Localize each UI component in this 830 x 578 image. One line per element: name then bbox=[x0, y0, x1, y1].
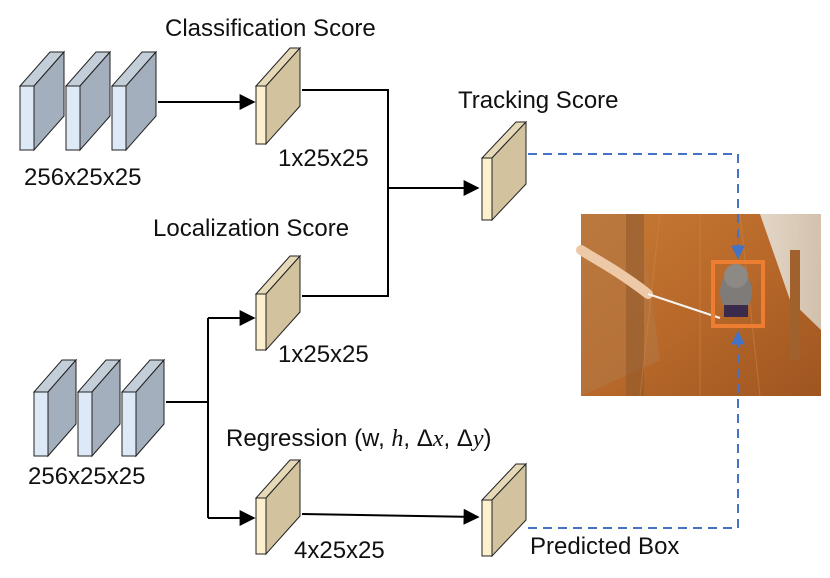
tracking-to-frame-dashed-arrow bbox=[528, 153, 745, 260]
connectors bbox=[158, 89, 480, 526]
regression-label-sep2: , Δ bbox=[443, 425, 472, 452]
tracking-score-label: Tracking Score bbox=[458, 87, 619, 114]
feature-block bbox=[120, 358, 166, 458]
regression-to-predicted-arrow bbox=[301, 508, 480, 525]
feature-block bbox=[32, 358, 78, 458]
regression-label-x: x bbox=[432, 426, 444, 452]
tracking-frame-photo bbox=[576, 213, 821, 397]
feature-block bbox=[76, 358, 122, 458]
localization-map-dims: 1x25x25 bbox=[278, 341, 369, 368]
bottom-feature-stack bbox=[32, 358, 166, 458]
regression-label: Regression (w, h, Δx, Δy) bbox=[226, 425, 491, 452]
feature-block bbox=[64, 50, 112, 152]
classification-to-merge-line bbox=[302, 89, 389, 297]
bottom-feature-dims: 256x25x25 bbox=[28, 463, 145, 490]
predicted-box-map bbox=[480, 462, 528, 558]
feature-block bbox=[110, 50, 158, 152]
predicted-to-frame-dashed-arrow bbox=[528, 330, 745, 529]
regression-label-sep: , Δ bbox=[403, 425, 432, 452]
regression-label-suffix: ) bbox=[483, 425, 491, 452]
dashed-connectors bbox=[528, 153, 745, 529]
classification-map bbox=[254, 46, 302, 146]
top-feature-dims: 256x25x25 bbox=[24, 164, 141, 191]
localization-map bbox=[254, 254, 302, 352]
top-feature-stack bbox=[18, 50, 158, 152]
regression-label-h: h bbox=[391, 426, 403, 452]
tracking-score-map bbox=[480, 120, 528, 222]
regression-label-prefix: Regression (w, bbox=[226, 425, 391, 452]
regression-map bbox=[254, 458, 302, 556]
regression-map-dims: 4x25x25 bbox=[294, 537, 385, 564]
feature-block bbox=[18, 50, 66, 152]
classification-map-dims: 1x25x25 bbox=[278, 145, 369, 172]
predicted-box-label: Predicted Box bbox=[530, 533, 679, 560]
predicted-bounding-box bbox=[711, 260, 765, 328]
localization-score-label: Localization Score bbox=[153, 215, 349, 242]
classification-score-label: Classification Score bbox=[165, 15, 376, 42]
regression-label-y: y bbox=[471, 426, 484, 452]
